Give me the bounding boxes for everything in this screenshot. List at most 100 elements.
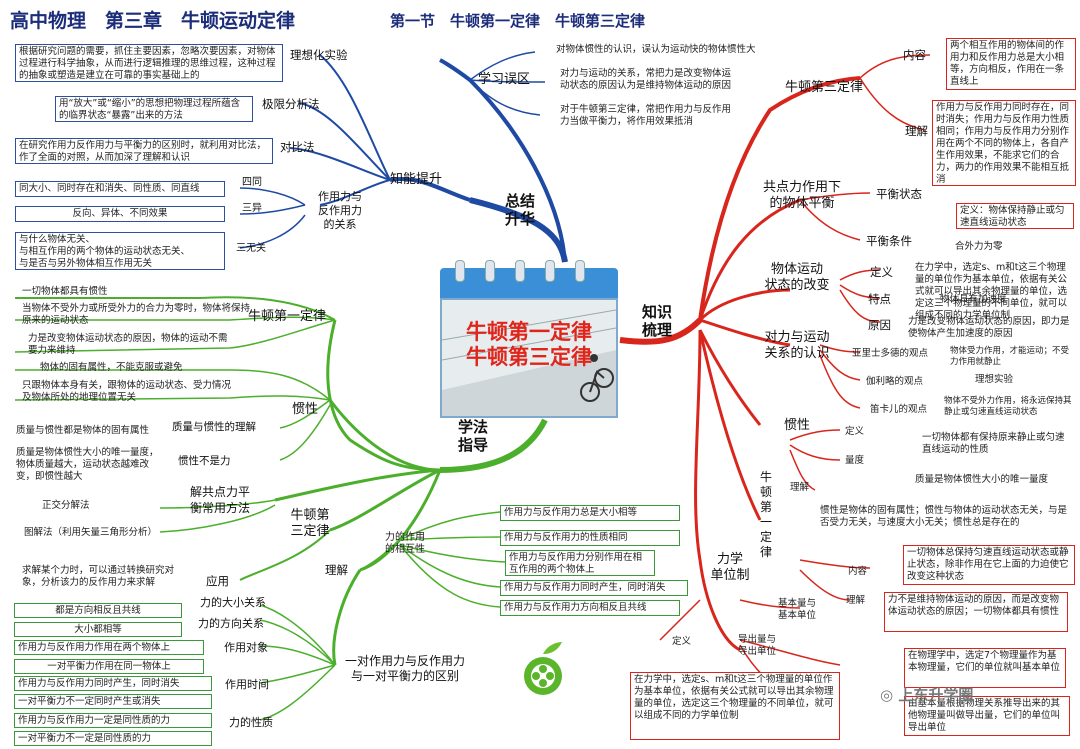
page-subtitle: 第一节 牛顿第一定律 牛顿第三定律 (390, 12, 646, 30)
mass-inertia-label: 质量与惯性的理解 (172, 421, 256, 433)
equilibrium-label: 共点力作用下 的物体平衡 (762, 180, 841, 211)
three-none-label: 三无关 (236, 243, 266, 254)
motion-cause-label: 原因 (868, 318, 891, 332)
mistake-label: 学习误区 (478, 72, 531, 87)
inertia-def-label: 定义 (845, 426, 865, 437)
ideal-experiment-text: 根据研究问题的需要，抓住主要因素，忽略次要因素，对物体过程进行科学抽象，从而进行… (15, 44, 283, 82)
fl-content-text: 一切物体总保持匀速直线运动状态或静止状态，除非作用在它上面的力迫使它改变这种状态 (903, 545, 1075, 585)
time-answer-1: 作用力与反作用力同时产生，同时消失 (14, 676, 212, 691)
four-same-label: 四同 (242, 177, 262, 188)
apply-label: 应用 (206, 574, 229, 588)
size-rel-answer: 都是方向相反且共线 (14, 603, 182, 618)
fl-under-label: 理解 (846, 595, 866, 606)
watermark: ◎ 上东升学圈 (880, 684, 973, 705)
watermark-text: 上东升学圈 (898, 686, 974, 704)
obj-answer-2: 一对平衡力作用在同一物体上 (14, 659, 204, 674)
center-calendar: 牛顿第一定律 牛顿第三定律 (440, 260, 618, 420)
ortho-method: 正交分解法 (42, 500, 90, 511)
units-def-text: 在力学中，选定s、m和t这三个物理量的单位作为基本单位，依据有关公式就可以导出其… (630, 672, 840, 740)
eq-cond-text: 合外力为零 (955, 241, 1003, 252)
inertia-measure-text: 质量是物体惯性大小的唯一量度 (915, 474, 1049, 485)
red-first-law: 牛 顿 第 一 定 律 (759, 470, 772, 559)
force-motion-label: 对力与运动 关系的认识 (764, 330, 830, 361)
apply-text: 求解某个力时，可以通过转换研究对象，分析该力的反作用力来求解 (22, 565, 175, 588)
base-label: 基本量与 基本单位 (778, 598, 817, 621)
base-text: 在物理学中，选定7个物理量作为基本物理量，它们的单位就叫基本单位 (904, 648, 1066, 688)
three-none-text: 与什么物体无关、 与相互作用的两个物体的运动状态无关、 与是否与另外物体相互作用… (15, 232, 225, 270)
motion-cause-text: 力是改变物体运动状态的原因，即力是使物体产生加速度的原因 (908, 316, 1070, 339)
fl-under-text: 力不是维持物体运动的原因，而是改变物体运动状态的原因；一切物体都具有惯性 (884, 592, 1068, 632)
center-title: 牛顿第一定律 牛顿第三定律 (446, 320, 612, 370)
fl-item-3: 力是改变物体运动状态的原因，物体的运动不需要力来维持 (28, 333, 228, 356)
mistake-3: 对于牛顿第三定律，常把作用力与反作用力当做平衡力，将作用效果抵消 (560, 104, 732, 127)
mutual-4: 作用力与反作用力同时产生，同时消失 (500, 580, 688, 596)
center-line-2: 牛顿第三定律 (466, 345, 592, 369)
green-first-law: 牛顿第一定律 (248, 309, 327, 324)
galileo-label: 伽利略的观点 (866, 376, 924, 387)
green-inertia: 惯性 (292, 402, 319, 417)
aristotle-label: 亚里士多德的观点 (852, 348, 929, 359)
fl-item-2: 当物体不受外力或所受外力的合力为零时，物体将保持原来的运动状态 (22, 303, 251, 326)
descartes-label: 笛卡儿的观点 (870, 404, 928, 415)
descartes-text: 物体不受外力作用，将永远保持其静止或匀速直线运动状态 (944, 396, 1072, 417)
motion-def-text: 在力学中，选定s、m和t这三个物理量的单位作为基本单位，依据有关公式就可以导出其… (915, 262, 1068, 321)
mutual-label: 力的作用 的相互性 (385, 532, 425, 555)
wechat-icon: ◎ (880, 686, 899, 704)
dir-rel-label: 力的方向关系 (198, 617, 264, 630)
eq-cond-label: 平衡条件 (866, 234, 912, 248)
inertia-not-force-label: 惯性不是力 (178, 455, 231, 467)
branch-knowledge: 知识 梳理 (641, 303, 672, 339)
derived-label: 导出量与 导出单位 (738, 634, 777, 657)
red-third-law: 牛顿第三定律 (785, 80, 864, 95)
content-text: 两个相互作用的物体间的作用力和反作用力总是大小相等，方向相反，作用在一条直线上 (946, 38, 1076, 90)
inertia-def-text: 一切物体都有保持原来静止或匀速直线运动的性质 (922, 432, 1065, 455)
calendar-ring (515, 260, 525, 282)
branch-summary: 总结 升华 (504, 192, 535, 228)
understand-label: 理解 (325, 563, 348, 577)
three-diff-text: 反向、异体、不同效果 (15, 206, 225, 222)
eq-state-text: 定义：物体保持静止或匀速直线运动状态 (956, 203, 1074, 229)
mutual-1: 作用力与反作用力总是大小相等 (500, 505, 680, 521)
diff-label: 一对作用力与反作用力 与一对平衡力的区别 (344, 654, 465, 683)
obj-label: 作用对象 (224, 641, 268, 654)
three-diff-label: 三异 (242, 203, 262, 214)
limit-method-label: 极限分析法 (262, 97, 320, 111)
motion-change-label: 物体运动 状态的改变 (764, 262, 830, 293)
obj-answer-1: 作用力与反作用力作用在两个物体上 (14, 640, 204, 655)
four-same-text: 同大小、同时存在和消失、同性质、同直线 (15, 181, 225, 197)
mutual-2: 作用力与反作用力的性质相同 (500, 530, 680, 546)
inertia-not-force-text: 质量是物体惯性大小的唯一量度，物体质量越大，运动状态越难改变，即惯性越大 (16, 447, 159, 482)
time-label: 作用时间 (225, 678, 269, 691)
relation-label: 作用力与 反作用力 的关系 (318, 190, 362, 231)
calendar-page (440, 298, 618, 418)
calendar-ring (485, 260, 495, 282)
fl-content-label: 内容 (848, 566, 868, 577)
motion-feat-label: 特点 (868, 292, 891, 306)
nature-label: 力的性质 (229, 716, 273, 729)
inertia-item-2: 只跟物体本身有关，跟物体的运动状态、受力情况及物体所处的地理位置无关 (22, 380, 232, 403)
ideal-experiment-label: 理想化实验 (290, 48, 348, 62)
nature-answer-1: 作用力与反作用力一定是同性质的力 (14, 713, 212, 728)
time-answer-2: 一对平衡力不一定同时产生或消失 (14, 694, 212, 709)
calendar-ring (575, 260, 585, 282)
motion-feat-text: 物体具有加速度 (940, 294, 1007, 305)
center-line-1: 牛顿第一定律 (466, 320, 592, 344)
calendar-header (440, 268, 618, 298)
galileo-text: 理想实验 (975, 374, 1014, 385)
inertia-under-text: 惯性是物体的固有属性；惯性与物体的运动状态无关，与是否受力无关，与速度大小无关；… (820, 505, 1068, 528)
apple-logo-icon (518, 640, 568, 700)
green-third-law: 牛顿第 三定律 (290, 508, 330, 539)
blue-ability-label: 知能提升 (390, 172, 443, 187)
nature-answer-2: 一对平衡力不一定是同性质的力 (14, 731, 212, 746)
solve-method-label: 解共点力平 衡常用方法 (189, 485, 250, 515)
red-inertia: 惯性 (784, 418, 811, 433)
content-label: 内容 (903, 48, 926, 62)
motion-def-label: 定义 (870, 265, 893, 279)
inertia-under-label: 理解 (790, 482, 810, 493)
mutual-5: 作用力与反作用力方向相反且共线 (500, 600, 680, 616)
inertia-item-1: 物体的固有属性，不能克服或避免 (40, 362, 183, 373)
mutual-3: 作用力与反作用力分别作用在相互作用的两个物体上 (505, 550, 655, 576)
mistake-1: 对物体惯性的认识，误认为运动快的物体惯性大 (556, 44, 756, 55)
